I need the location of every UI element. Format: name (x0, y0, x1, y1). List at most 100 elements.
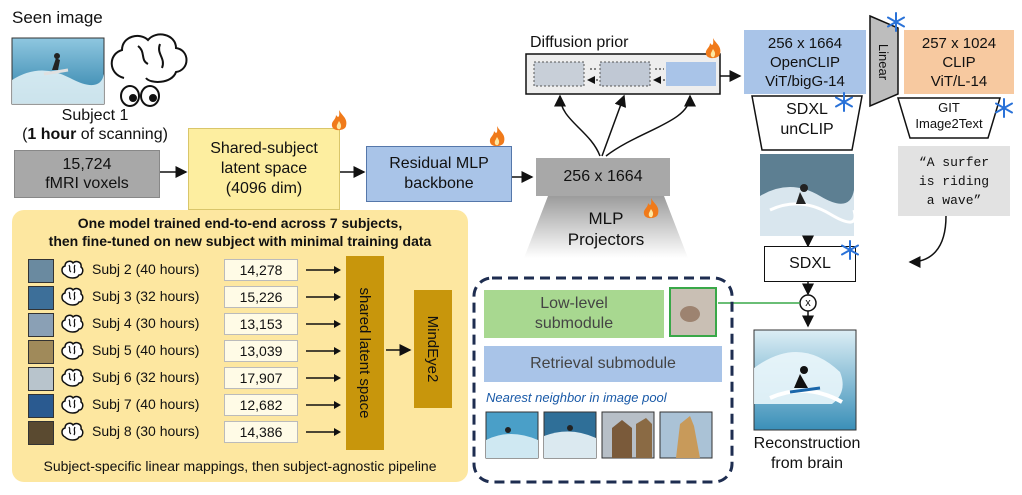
seen-image-label: Seen image (12, 8, 103, 27)
mlp-projectors-line1: MLP (588, 209, 624, 228)
diffusion-prior-label: Diffusion prior (530, 34, 629, 51)
caption-line3: a wave” (926, 192, 982, 208)
fmri-count: 15,724 (62, 156, 112, 173)
subject-label: Subj 4 (30 hours) (92, 315, 200, 331)
training-panel-footer: Subject-specific linear mappings, then s… (43, 458, 437, 474)
residual-mlp-line2: backbone (404, 175, 474, 192)
shared-latent-line3: (4096 dim) (225, 180, 303, 197)
caption-line2: is riding (918, 173, 990, 189)
reconstruction-label: Reconstruction from brain (740, 434, 874, 474)
clip-box: 257 x 1024 CLIP ViT/L-14 (904, 30, 1014, 94)
caption-line1: “A surfer (918, 154, 990, 170)
mindeye2-label: MindEye2 (424, 315, 442, 383)
subject-row: Subj 4 (30 hours) 13,153 (28, 312, 348, 337)
snowflake-icon (841, 240, 859, 260)
sdxl-unclip-label: SDXL unCLIP (762, 100, 852, 140)
openclip-box: 256 x 1664 OpenCLIP ViT/bigG-14 (744, 30, 866, 94)
subject1-label: Subject 1 (61, 107, 129, 124)
subject1-scan-time: (1 hour of scanning) (22, 126, 168, 143)
multiply-symbol: x (805, 297, 811, 309)
embedding-dim-box: 256 x 1664 (536, 158, 670, 196)
generated-caption: “A surfer is riding a wave” (898, 146, 1010, 216)
low-level-line1: Low-level (540, 295, 608, 312)
sdxl-unclip-shape (751, 95, 863, 151)
row-arrow (306, 374, 341, 382)
subject-row: Subj 6 (32 hours) 17,907 (28, 366, 348, 391)
openclip-model: ViT/bigG-14 (765, 72, 845, 90)
subject-label: Subj 6 (32 hours) (92, 369, 200, 385)
subject-thumbnail (28, 394, 54, 418)
voxel-count: 14,386 (224, 421, 298, 443)
mindeye2-bar (414, 290, 452, 408)
brain-icon (61, 314, 84, 333)
brain-icon (61, 287, 84, 306)
shared-latent-bar (346, 256, 384, 450)
low-level-line2: submodule (534, 315, 614, 332)
subject-row: Subj 7 (40 hours)12,682 (28, 393, 348, 418)
git-shape (896, 97, 1002, 139)
snowflake-icon (835, 92, 853, 112)
fmri-label: fMRI voxels (45, 175, 129, 192)
brain-icon (61, 260, 84, 279)
flame-icon (489, 126, 505, 147)
openclip-name: OpenCLIP (769, 53, 841, 71)
mlp-projectors-line2: Projectors (567, 230, 645, 249)
git-label: GIT Image2Text (902, 100, 996, 132)
subject-thumbnail (28, 340, 54, 364)
voxel-count: 17,907 (224, 367, 298, 389)
shared-latent-line1: Shared-subject (210, 140, 318, 157)
subject-row: Subj 5 (40 hours)13,039 (28, 339, 348, 364)
shared-latent-vertical-label: shared latent space (356, 287, 374, 419)
sdxl-box: SDXL (764, 246, 856, 282)
git-line2: Image2Text (915, 116, 983, 131)
row-arrow (306, 428, 341, 436)
row-arrow (306, 266, 341, 274)
fmri-voxels-box: 15,724 fMRI voxels (14, 150, 160, 198)
clip-dim: 257 x 1024 (921, 34, 997, 52)
subject-label: Subj 5 (40 hours) (92, 342, 200, 358)
subject-label: Subj 2 (40 hours) (92, 261, 200, 277)
low-level-thumbnail (669, 287, 717, 337)
subject-thumbnail (28, 313, 54, 337)
sdxl-unclip-line2: unCLIP (780, 121, 834, 138)
flame-icon (705, 38, 721, 59)
subject-row: Subj 2 (40 hours) 14,278 (28, 258, 348, 283)
subject-label: Subj 7 (40 hours) (92, 396, 200, 412)
low-level-submodule: Low-level submodule (484, 290, 664, 338)
mlp-projectors-label: MLP Projectors (540, 208, 672, 250)
diffusion-prior-block (525, 53, 721, 95)
brain-eyes-icon (110, 33, 188, 107)
voxel-count: 13,153 (224, 313, 298, 335)
subject-label: Subj 3 (32 hours) (92, 288, 200, 304)
shared-latent-line2: latent space (220, 160, 308, 177)
nearest-neighbor-label: Nearest neighbor in image pool (486, 390, 667, 405)
training-title-line1: One model trained end-to-end across 7 su… (77, 215, 403, 231)
row-arrow (306, 347, 341, 355)
training-panel-title: One model trained end-to-end across 7 su… (14, 214, 466, 250)
linear-shape (869, 14, 899, 108)
brain-icon (61, 395, 84, 414)
residual-mlp-box: Residual MLP backbone (366, 146, 512, 202)
subject-thumbnail (28, 421, 54, 445)
brain-icon (61, 341, 84, 360)
brain-icon (61, 422, 84, 441)
subject-thumbnail (28, 259, 54, 283)
subject1-caption: Subject 1 (1 hour of scanning) (0, 106, 190, 144)
snowflake-icon (887, 12, 905, 32)
openclip-dim: 256 x 1664 (767, 34, 843, 52)
voxel-count: 15,226 (224, 286, 298, 308)
subject-row: Subj 3 (32 hours) 15,226 (28, 285, 348, 310)
sdxl-unclip-line1: SDXL (786, 101, 828, 118)
linear-label: Linear (876, 43, 892, 81)
shared-latent-box: Shared-subject latent space (4096 dim) (188, 128, 340, 210)
row-arrow (306, 320, 341, 328)
reconstruction-image (753, 329, 857, 431)
seen-image (11, 37, 105, 105)
subject-thumbnail (28, 286, 54, 310)
brain-icon (61, 368, 84, 387)
row-arrow (306, 293, 341, 301)
subject-thumbnail (28, 367, 54, 391)
git-line1: GIT (938, 100, 960, 115)
voxel-count: 14,278 (224, 259, 298, 281)
